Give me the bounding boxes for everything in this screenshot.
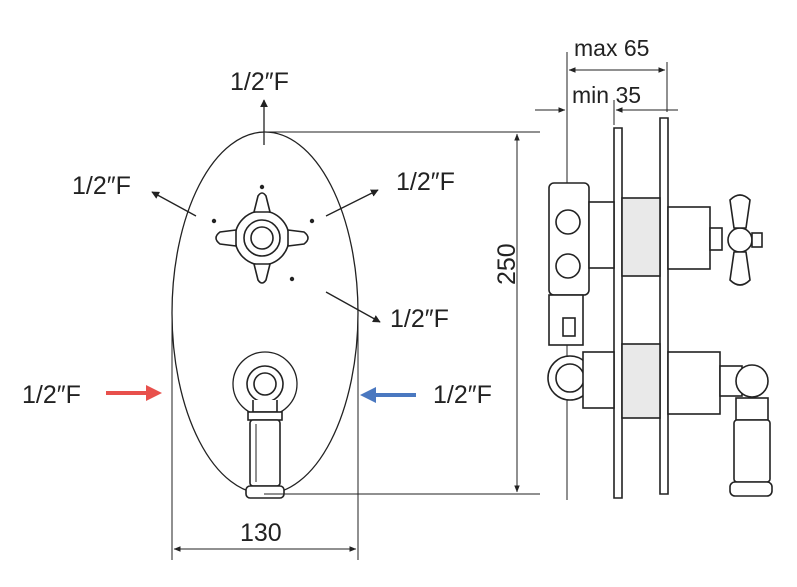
lever-handle-icon xyxy=(232,351,298,499)
outlet-top-label: 1/2″F xyxy=(230,68,289,96)
side-lever-handle-icon xyxy=(729,397,773,497)
cold-inlet-label: 1/2″F xyxy=(433,381,492,409)
outlet-left-arrow xyxy=(151,191,197,217)
width-dimension-label: 130 xyxy=(240,519,282,547)
outlet-right-label: 1/2″F xyxy=(396,168,455,196)
depth-min-label: min 35 xyxy=(572,82,641,108)
hot-inlet-label: 1/2″F xyxy=(22,381,81,409)
side-view: max 65 min 35 xyxy=(535,35,773,500)
outlet-right-arrow xyxy=(325,189,379,217)
outlet-left-label: 1/2″F xyxy=(72,172,131,200)
hot-inlet-arrow xyxy=(106,385,162,401)
depth-max-label: max 65 xyxy=(574,35,649,61)
cross-handle-icon xyxy=(211,184,315,284)
outlet-lower-right-label: 1/2″F xyxy=(390,305,449,333)
outlet-lower-right-arrow xyxy=(325,291,381,323)
wall-plate xyxy=(613,127,623,499)
cold-inlet-arrow xyxy=(360,387,416,403)
front-view: 1/2″F 1/2″F 1/2″F 1/2″F 1/2″F 1/2″F 130 … xyxy=(22,68,540,560)
side-cross-handle-icon xyxy=(727,194,763,286)
height-dimension-label: 250 xyxy=(493,243,521,285)
depth-dimensions: max 65 min 35 xyxy=(535,35,678,500)
width-dimension: 130 xyxy=(171,313,359,560)
height-dimension: 250 xyxy=(264,131,540,495)
